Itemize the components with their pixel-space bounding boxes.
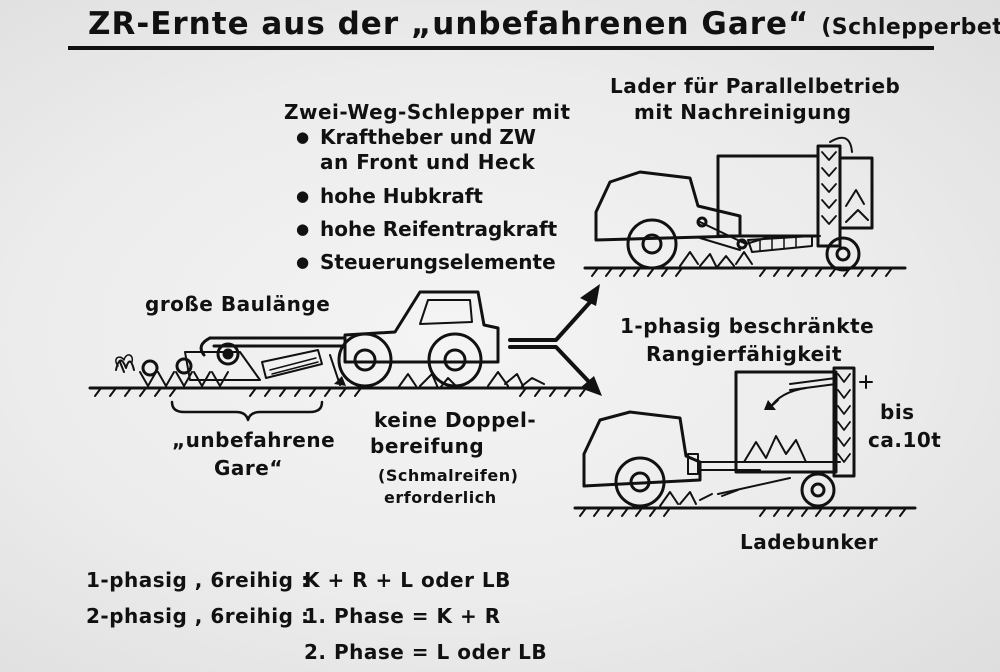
keine-doppel-line1: keine Doppel- xyxy=(374,408,537,432)
page-title: ZR-Ernte aus der „unbefahrenen Gare“ (Sc… xyxy=(88,6,1000,42)
ladebunker-machine xyxy=(582,366,873,508)
keine-doppel-line2: bereifung xyxy=(370,434,485,458)
arrow-head-up xyxy=(580,284,600,306)
keine-doppel-line3: (Schmalreifen) xyxy=(378,466,519,485)
bis-line1: bis xyxy=(880,400,915,424)
keine-doppel-line4: erforderlich xyxy=(384,488,497,507)
feature-text: hohe Hubkraft xyxy=(320,184,483,208)
feature-item-hubkraft: hohe Hubkraft xyxy=(296,184,483,208)
phase-2-label: 2-phasig , 6reihig : xyxy=(86,604,310,628)
loader-top-machine xyxy=(594,136,874,272)
feature-text: hohe Reifentragkraft xyxy=(320,217,558,241)
loader-top-line2: mit Nachreinigung xyxy=(634,100,852,124)
feature-item-reifentragkraft: hohe Reifentragkraft xyxy=(296,217,557,241)
phase-1-value: K + R + L oder LB xyxy=(304,568,511,592)
ground-left xyxy=(88,386,597,397)
split-arrows xyxy=(508,298,594,387)
rangier-line2: Rangierfähigkeit xyxy=(646,342,843,366)
ground-top-right xyxy=(583,266,907,277)
feature-item-steuerung: Steuerungselemente xyxy=(296,250,556,274)
tractor-features-heading: Zwei-Weg-Schlepper mit xyxy=(284,100,571,124)
main-tractor xyxy=(337,290,500,388)
beet-pile-left xyxy=(397,371,545,389)
bis-line2: ca.10t xyxy=(868,428,942,452)
title-underline xyxy=(68,46,934,50)
feature-text: Steuerungselemente xyxy=(320,250,556,274)
unbefahrene-gare-line1: „unbefahrene xyxy=(172,428,336,452)
grosse-baulaenge-label: große Baulänge xyxy=(145,292,331,316)
title-main: ZR-Ernte aus der „unbefahrenen Gare“ xyxy=(88,6,810,42)
phase-1-label: 1-phasig , 6reihig : xyxy=(86,568,310,592)
ladebunker-label: Ladebunker xyxy=(740,530,879,554)
rangier-line1: 1-phasig beschränkte xyxy=(620,314,875,338)
loader-top-line1: Lader für Parallelbetrieb xyxy=(610,74,901,98)
feature-item-kraftheber: Kraftheber und ZW xyxy=(296,125,536,149)
brace-unbefahrene xyxy=(170,400,324,422)
title-sub: (Schlepperbetrieb) xyxy=(821,15,1000,40)
ground-bottom-right xyxy=(573,506,917,517)
feature-text: Kraftheber und ZW xyxy=(320,125,536,149)
unbefahrene-gare-line2: Gare“ xyxy=(214,456,283,480)
feature-item-kraftheber-line2: an Front und Heck xyxy=(320,150,536,174)
front-harvester xyxy=(115,336,347,387)
arrow-head-down xyxy=(580,376,602,396)
phase-2-value: 1. Phase = K + R xyxy=(304,604,501,628)
phase-2b-value: 2. Phase = L oder LB xyxy=(304,640,548,664)
